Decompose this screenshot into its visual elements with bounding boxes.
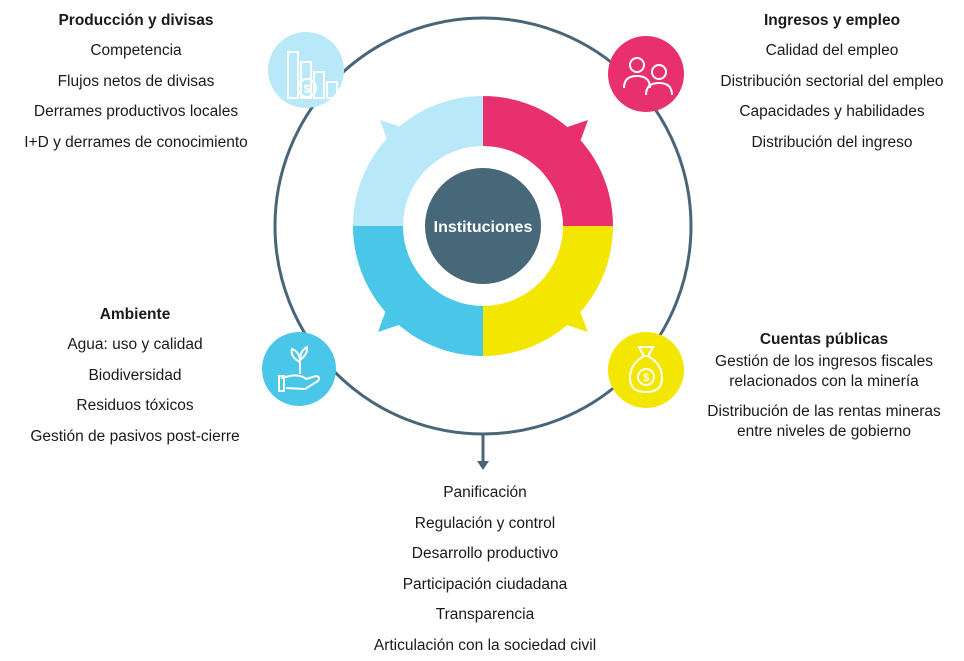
svg-text:$: $ bbox=[643, 372, 649, 384]
money-bag-icon: $ bbox=[608, 332, 684, 408]
instituciones-item: Panificación bbox=[320, 478, 650, 509]
produccion-item: Derrames productivos locales bbox=[0, 97, 272, 128]
ingresos-item: Capacidades y habilidades bbox=[700, 97, 964, 128]
produccion-item: Flujos netos de divisas bbox=[0, 67, 272, 98]
ambiente-item: Residuos tóxicos bbox=[5, 391, 265, 422]
chart-coin-icon: $ bbox=[268, 32, 344, 108]
produccion-item: Competencia bbox=[0, 36, 272, 67]
ambiente-title: Ambiente bbox=[5, 306, 265, 324]
ambiente-block: Ambiente Agua: uso y calidad Biodiversid… bbox=[5, 306, 265, 452]
ingresos-title: Ingresos y empleo bbox=[700, 12, 964, 30]
cuentas-title: Cuentas públicas bbox=[706, 330, 942, 350]
ambiente-item: Gestión de pasivos post-cierre bbox=[5, 422, 265, 453]
cuentas-block: Cuentas públicas Gestión de los ingresos… bbox=[706, 330, 942, 452]
ingresos-item: Distribución del ingreso bbox=[700, 128, 964, 159]
produccion-title: Producción y divisas bbox=[0, 12, 272, 30]
instituciones-item: Participación ciudadana bbox=[320, 570, 650, 601]
center-label: Instituciones bbox=[434, 219, 533, 236]
instituciones-list: Panificación Regulación y control Desarr… bbox=[320, 478, 650, 661]
instituciones-item: Articulación con la sociedad civil bbox=[320, 631, 650, 661]
hand-plant-icon bbox=[262, 332, 336, 406]
ingresos-item: Calidad del empleo bbox=[700, 36, 964, 67]
instituciones-item: Transparencia bbox=[320, 600, 650, 631]
down-arrow-head bbox=[477, 461, 489, 470]
svg-text:$: $ bbox=[304, 82, 311, 96]
produccion-block: Producción y divisas Competencia Flujos … bbox=[0, 12, 272, 158]
instituciones-item: Desarrollo productivo bbox=[320, 539, 650, 570]
cuentas-item: Distribución de las rentas mineras entre… bbox=[706, 402, 942, 442]
instituciones-item: Regulación y control bbox=[320, 509, 650, 540]
cuentas-item: Gestión de los ingresos fiscales relacio… bbox=[706, 352, 942, 392]
ambiente-item: Agua: uso y calidad bbox=[5, 330, 265, 361]
ambiente-item: Biodiversidad bbox=[5, 361, 265, 392]
produccion-item: I+D y derrames de conocimiento bbox=[0, 128, 272, 159]
ingresos-block: Ingresos y empleo Calidad del empleo Dis… bbox=[700, 12, 964, 158]
ingresos-item: Distribución sectorial del empleo bbox=[700, 67, 964, 98]
people-icon bbox=[608, 36, 684, 112]
